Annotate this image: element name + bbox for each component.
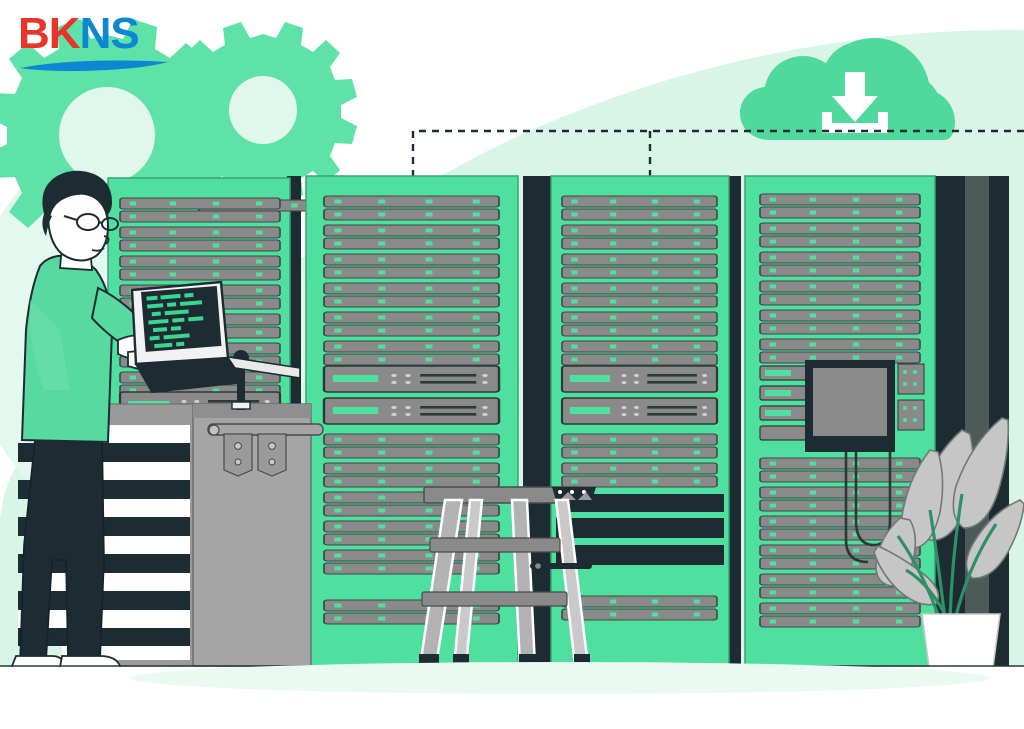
rack-gap-4 [931,176,965,666]
console-pedestal [192,403,324,667]
gear-small [169,22,357,201]
code-editor-screen [146,292,204,349]
download-arrow-icon [822,72,888,133]
rack-side-panel [965,176,989,666]
cloud-download-icon [740,38,955,140]
server-rack-3 [550,175,730,667]
rack-gap-3 [727,176,741,666]
floor-shadow [130,662,990,694]
laptop [130,280,246,394]
glasses-icon [63,213,119,231]
rack-monitor [759,360,925,452]
potted-plant [873,417,1024,699]
dashed-connector [411,129,1024,176]
server-rack-2 [305,175,519,667]
step-ladder [418,486,596,668]
